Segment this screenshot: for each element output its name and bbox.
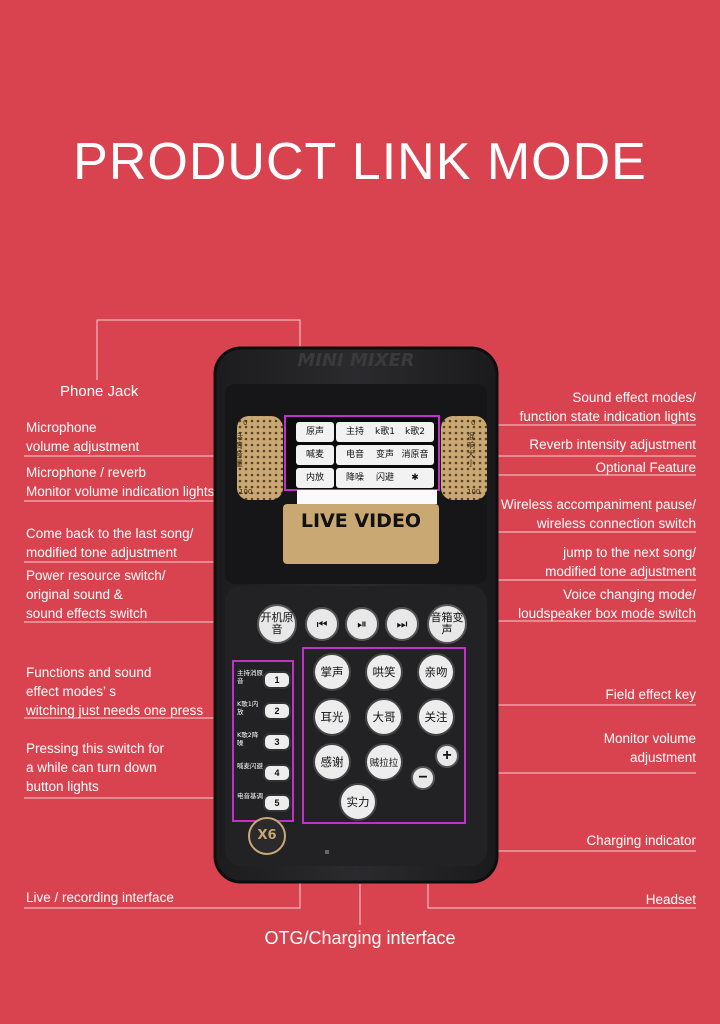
right-dial-zero: 0	[471, 419, 476, 427]
pad-button-9[interactable]: 实力	[339, 783, 377, 821]
pad-button-2[interactable]: 哄笑	[365, 653, 403, 691]
side-mode-label-4: 喊麦闪避	[237, 762, 263, 770]
lcd-mode-2: 主持	[336, 422, 374, 442]
lcd-mode-10: 降噪	[336, 468, 374, 488]
label-mic-reverb: Microphone / reverb Monitor volume indic…	[26, 465, 215, 499]
power-button[interactable]: 开机原音	[257, 604, 297, 644]
pad-button-7[interactable]: 感谢	[313, 743, 351, 781]
minus-icon: −	[418, 769, 428, 786]
side-mode-label-5: 电音基调	[237, 792, 263, 800]
previous-icon: ⏮	[316, 616, 328, 631]
lcd-mode-11: 闪避	[366, 468, 404, 488]
left-dial-label: 话筒音量	[235, 432, 243, 468]
lcd-mode-9: 内放	[296, 468, 334, 488]
monitor-volume-up-button[interactable]: +	[435, 744, 459, 768]
mode-button-1[interactable]: 1	[263, 671, 291, 689]
previous-button[interactable]: ⏮	[305, 607, 339, 641]
lcd-mode-4: k歌2	[396, 422, 434, 442]
play-pause-icon: ⏯	[357, 616, 367, 631]
bluetooth-icon: ✱	[396, 468, 434, 488]
label-press-switch: Pressing this switch for a while can tur…	[26, 741, 165, 794]
label-last-song: Come back to the last song/ modified ton…	[26, 526, 194, 560]
pad-button-1[interactable]: 掌声	[313, 653, 351, 691]
model-badge: X6	[257, 828, 277, 843]
lcd-mode-1: 原声	[296, 422, 334, 442]
label-sound-modes: Sound effect modes/ function state indic…	[519, 390, 696, 424]
mode-button-3[interactable]: 3	[263, 733, 291, 751]
label-voice-mode: Voice changing mode/ loudspeaker box mod…	[518, 587, 696, 621]
device-brand: MINI MIXER	[297, 350, 415, 371]
label-phone-jack: Phone Jack	[60, 383, 139, 400]
label-field-key: Field effect key	[605, 687, 696, 702]
label-optional: Optional Feature	[595, 460, 696, 475]
lcd-mode-6: 电音	[336, 445, 374, 465]
label-functions: Functions and sound effect modes’ s witc…	[26, 665, 204, 718]
pad-button-3[interactable]: 亲吻	[417, 653, 455, 691]
left-dial-zero: 0	[243, 419, 248, 427]
line-headset	[427, 884, 696, 909]
mode-button-5[interactable]: 5	[263, 794, 291, 812]
pad-button-6[interactable]: 关注	[417, 698, 455, 736]
next-icon: ⏭	[396, 616, 408, 631]
lcd-mode-3: k歌1	[366, 422, 404, 442]
label-reverb: Reverb intensity adjustment	[529, 437, 696, 452]
label-power-switch: Power resource switch/ original sound & …	[26, 568, 166, 621]
page-title: PRODUCT LINK MODE	[73, 133, 647, 191]
play-pause-button[interactable]: ⏯	[345, 607, 379, 641]
label-next-song: jump to the next song/ modified tone adj…	[545, 545, 696, 579]
pad-button-8[interactable]: 贼拉拉	[365, 743, 403, 781]
left-dial-hundred: 100	[239, 488, 253, 496]
pad-button-5[interactable]: 大哥	[365, 698, 403, 736]
monitor-volume-down-button[interactable]: −	[411, 766, 435, 790]
label-otg: OTG/Charging interface	[264, 928, 456, 948]
side-mode-label-1: 主持消原音	[237, 669, 263, 685]
screen-text: LIVE VIDEO	[300, 510, 422, 532]
side-mode-label-2: K歌1内放	[237, 700, 259, 716]
label-mic-volume: Microphone volume adjustment	[26, 420, 140, 454]
line-phone-jack	[96, 319, 301, 380]
mini-mixer-device: MINI MIXER LIVE VIDEO 话筒音量 混响大小 0 100 0 …	[213, 346, 499, 884]
side-mode-label-3: K歌2降噪	[237, 731, 259, 747]
plus-icon: +	[442, 747, 452, 764]
lcd-mode-8: 消原音	[396, 445, 434, 465]
mode-button-2[interactable]: 2	[263, 702, 291, 720]
next-button[interactable]: ⏭	[385, 607, 419, 641]
pad-button-4[interactable]: 耳光	[313, 698, 351, 736]
right-dial-hundred: 100	[467, 488, 481, 496]
label-monitor-volume: Monitor volume adjustment	[603, 731, 696, 765]
line-live-interface	[24, 882, 301, 909]
speaker-button[interactable]: 音箱变声	[427, 604, 467, 644]
mode-button-4[interactable]: 4	[263, 764, 291, 782]
lcd-mode-7: 变声	[366, 445, 404, 465]
label-live-interface: Live / recording interface	[26, 890, 174, 905]
label-charging: Charging indicator	[586, 833, 696, 848]
label-wireless: Wireless accompaniment pause/ wireless c…	[500, 497, 696, 531]
lcd-mode-5: 喊麦	[296, 445, 334, 465]
label-headset: Headset	[645, 892, 696, 907]
right-dial-label: 混响大小	[467, 432, 475, 468]
